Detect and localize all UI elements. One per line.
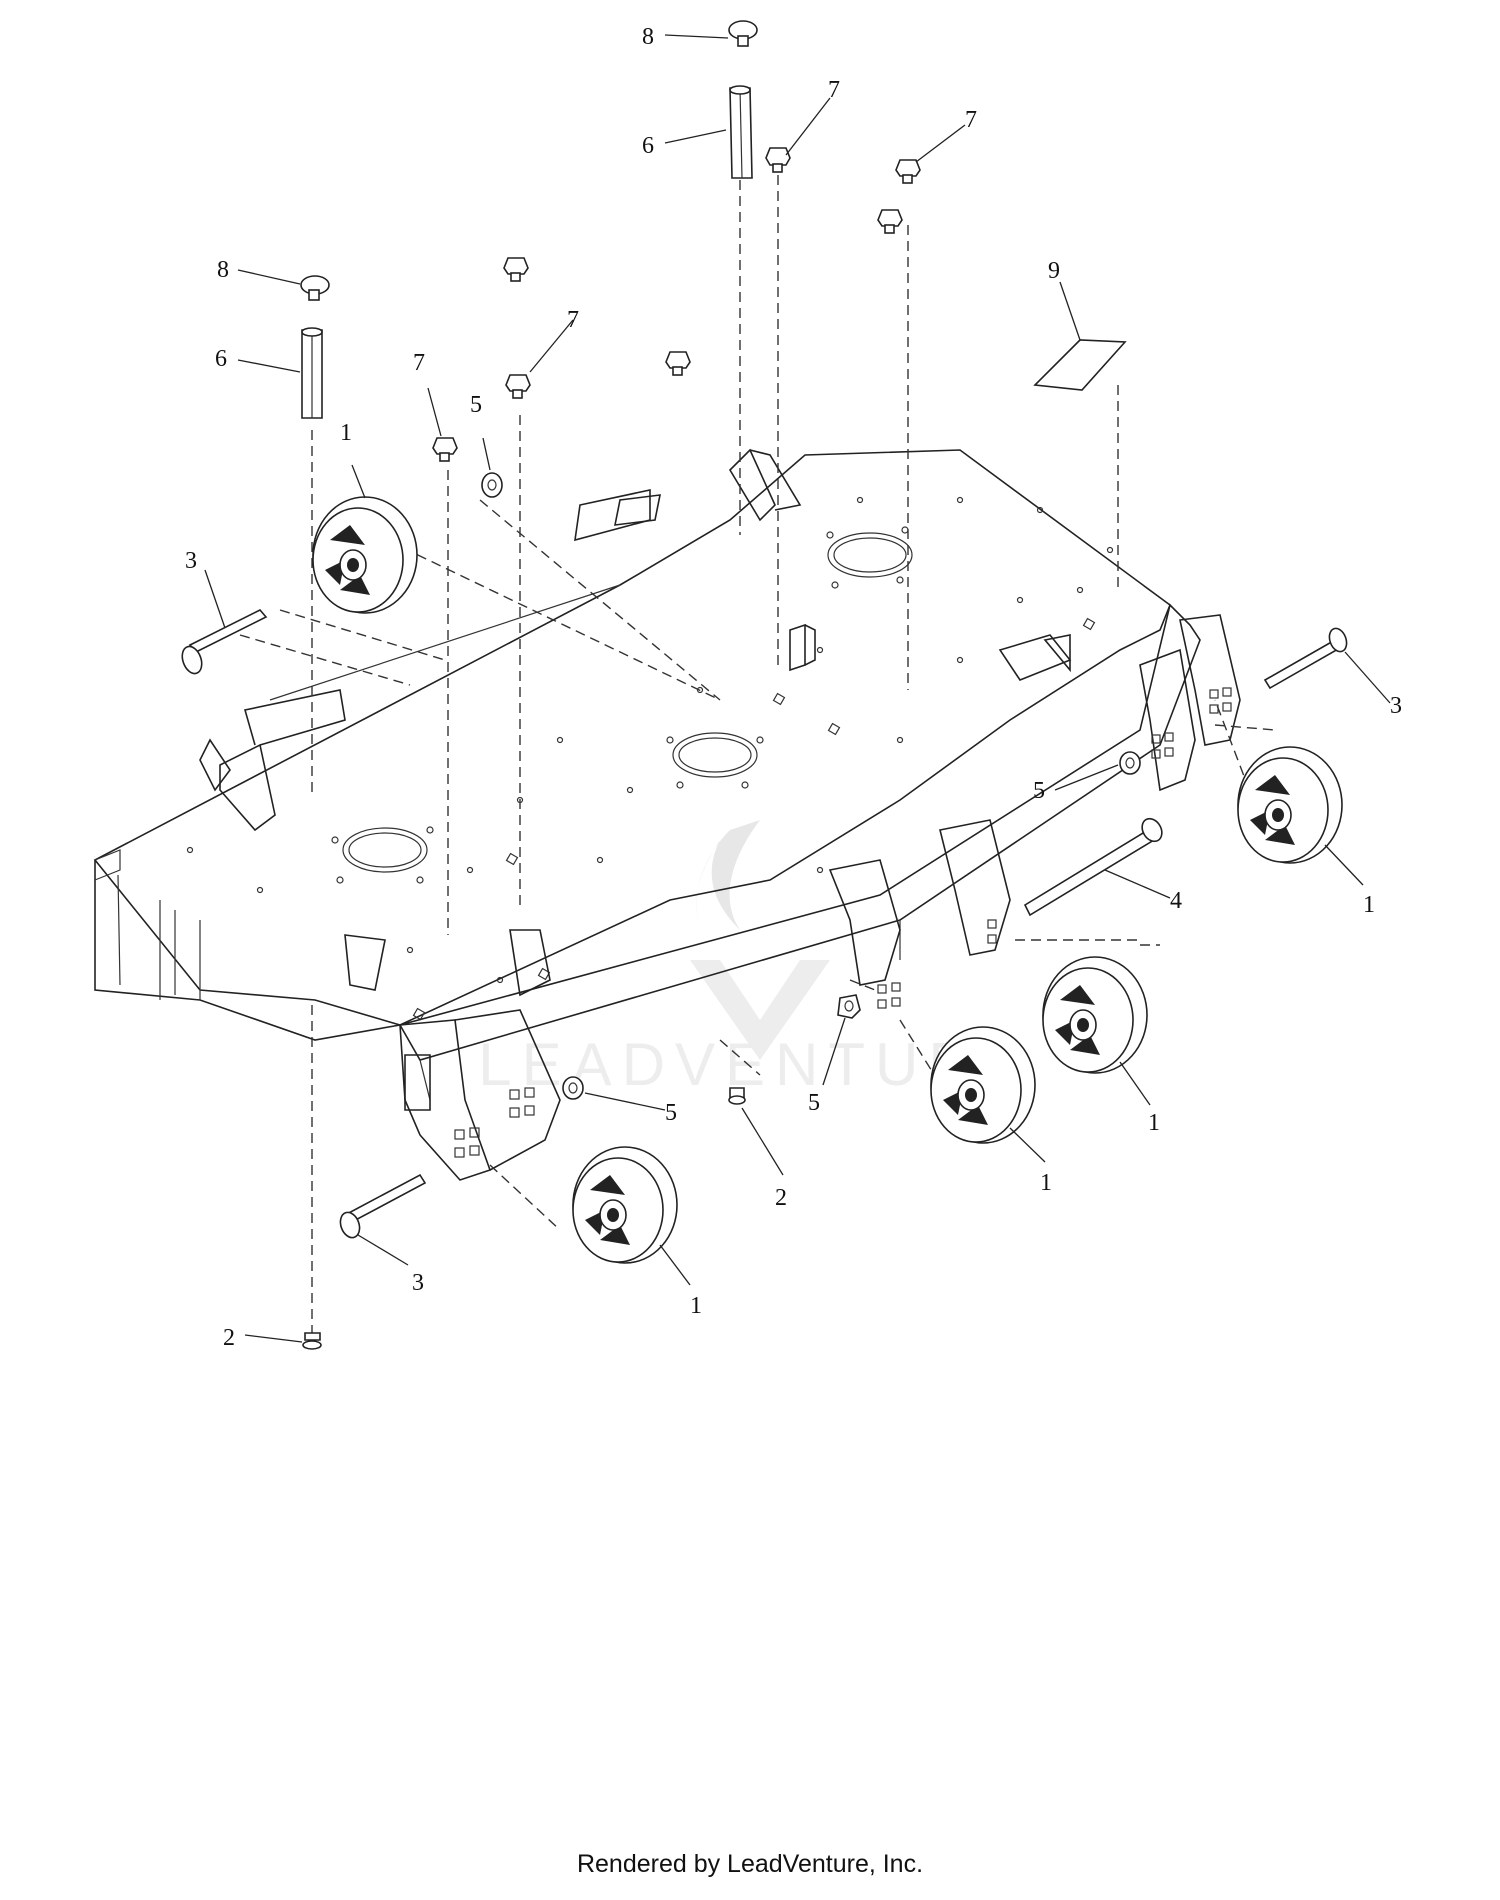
callout-1-middle-right: 1 — [1148, 1110, 1160, 1136]
part-3-bolt-rear — [181, 609, 268, 675]
part-4-axle — [1023, 817, 1163, 917]
part-7-nut — [877, 209, 903, 234]
part-6-spacer-top — [729, 85, 753, 179]
callout-2-front: 2 — [223, 1325, 235, 1351]
part-1-wheel-front — [572, 1146, 678, 1264]
callout-1-front: 1 — [690, 1293, 702, 1319]
callout-6-left: 6 — [215, 346, 227, 372]
bracket-holes-middle — [877, 982, 901, 1009]
callout-7-left: 7 — [413, 350, 425, 376]
callout-8-top: 8 — [642, 24, 654, 50]
part-1-wheel-rear — [312, 496, 418, 614]
part-5-bushing — [837, 994, 861, 1019]
part-3-bolt-front — [339, 1173, 427, 1239]
leader-lines — [204, 34, 1391, 1343]
mower-deck — [93, 448, 1171, 1041]
part-7-nut — [665, 351, 691, 376]
callout-1-middle: 1 — [1040, 1170, 1052, 1196]
front-roller-channel — [398, 603, 1241, 1181]
callout-9: 9 — [1048, 258, 1060, 284]
callout-3-right: 3 — [1390, 693, 1402, 719]
callout-5-top: 5 — [470, 392, 482, 418]
callout-3-rear: 3 — [185, 548, 197, 574]
part-7-nut — [505, 374, 531, 399]
bracket-holes-left — [454, 1087, 535, 1158]
callout-5-right: 5 — [1033, 778, 1045, 804]
part-3-bolt-right — [1263, 627, 1348, 690]
part-1-wheel-right — [1237, 746, 1343, 864]
part-5-bushing — [1119, 751, 1141, 775]
part-7-nut — [765, 147, 791, 173]
callout-5-front: 5 — [665, 1100, 677, 1126]
callout-1-rear: 1 — [340, 420, 352, 446]
callout-7-top-right: 7 — [965, 107, 977, 133]
callout-5-middle: 5 — [808, 1090, 820, 1116]
part-1-wheel-middle-right — [1042, 956, 1148, 1074]
assembly-lines — [239, 175, 1276, 1340]
part-6-spacer-left — [301, 327, 323, 419]
part-5-bushing — [562, 1076, 584, 1100]
callout-3-front: 3 — [412, 1270, 424, 1296]
footer-credit: Rendered by LeadVenture, Inc. — [576, 1850, 924, 1878]
part-7-nut — [503, 257, 529, 282]
part-9-decal — [1033, 339, 1127, 391]
part-7-nut — [432, 437, 458, 462]
part-2-screw-middle — [728, 1087, 746, 1105]
callout-1-right: 1 — [1363, 892, 1375, 918]
callout-6-top: 6 — [642, 133, 654, 159]
part-7-nut — [895, 159, 921, 184]
callout-7-top: 7 — [828, 77, 840, 103]
callout-2-middle: 2 — [775, 1185, 787, 1211]
callout-labels: 8 6 7 7 8 6 7 7 5 9 1 3 3 5 4 1 1 1 5 5 … — [185, 24, 1402, 1351]
callout-4: 4 — [1170, 888, 1182, 914]
part-8-knob-top — [728, 20, 758, 47]
part-8-knob-left — [300, 275, 330, 301]
part-1-wheel-middle — [930, 1026, 1036, 1144]
bracket-holes-right-front — [987, 919, 997, 944]
part-2-screw-front — [302, 1332, 322, 1350]
bracket-holes-right-side — [1151, 687, 1232, 759]
callout-7-middle: 7 — [567, 307, 579, 333]
part-5-bushing — [481, 472, 503, 498]
callout-8-left: 8 — [217, 257, 229, 283]
